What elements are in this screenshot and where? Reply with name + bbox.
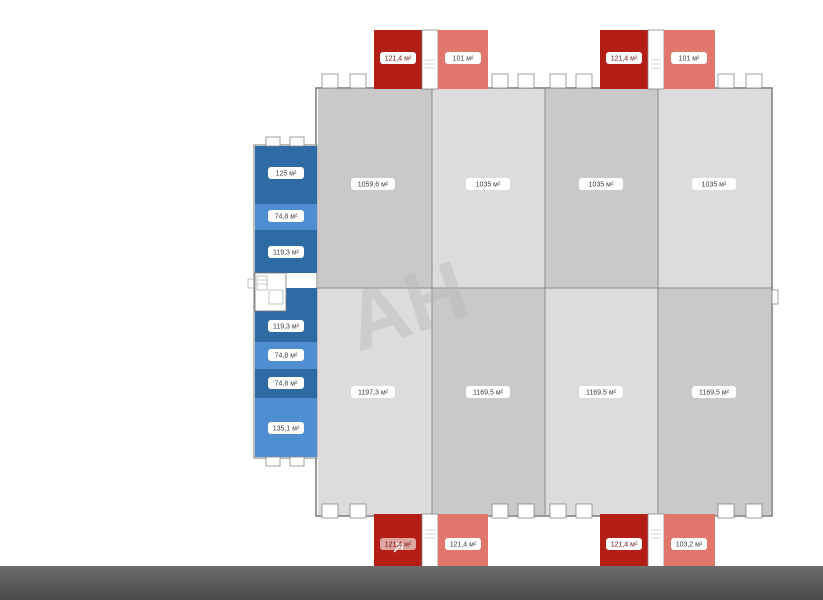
loading-dock-icon: [321, 503, 763, 519]
annex-stair-hatching: [425, 59, 661, 539]
svg-text:121,4 м²: 121,4 м²: [611, 55, 638, 62]
area-label-office-1: 125 м²: [268, 167, 304, 179]
area-label-office-2: 74,8 м²: [268, 210, 304, 222]
area-label-wh-bot-3: 1169,5 м²: [579, 386, 623, 398]
unit-wh-bot-4[interactable]: [658, 288, 771, 515]
annex-stair-bot-1: [421, 513, 439, 573]
area-label-annex-bot-1b: 121,4 м²: [445, 538, 481, 550]
unit-wh-bot-1[interactable]: [318, 288, 432, 515]
svg-text:1059,6 м²: 1059,6 м²: [358, 181, 389, 188]
svg-text:74,8 м²: 74,8 м²: [275, 213, 298, 220]
area-label-wh-bot-1: 1197,3 м²: [351, 386, 395, 398]
svg-text:1169,5 м²: 1169,5 м²: [699, 389, 730, 396]
svg-text:121,4 м²: 121,4 м²: [385, 541, 412, 548]
svg-text:1169,5 м²: 1169,5 м²: [586, 389, 617, 396]
area-label-wh-top-1: 1059,6 м²: [351, 178, 395, 190]
area-label-annex-bot-2a: 121,4 м²: [606, 538, 642, 550]
svg-text:74,8 м²: 74,8 м²: [275, 380, 298, 387]
staircase-icon: [247, 272, 287, 312]
area-label-office-3: 119,3 м²: [268, 246, 304, 258]
unit-wh-bot-2[interactable]: [432, 288, 545, 515]
area-label-annex-top-2a: 121,4 м²: [606, 52, 642, 64]
svg-text:1197,3 м²: 1197,3 м²: [358, 389, 389, 396]
unit-wh-bot-3[interactable]: [545, 288, 658, 515]
internal-walls: [316, 88, 772, 516]
annex-stair-top-1: [421, 29, 439, 90]
svg-text:119,3 м²: 119,3 м²: [273, 323, 300, 330]
area-label-annex-top-2b: 101 м²: [671, 52, 707, 64]
svg-text:119,3 м²: 119,3 м²: [273, 249, 300, 256]
svg-text:1035 м²: 1035 м²: [476, 181, 501, 188]
svg-text:101 м²: 101 м²: [453, 55, 474, 62]
area-label-annex-bot-1a: 121,4 м²: [380, 538, 416, 550]
area-label-office-4: 119,3 м²: [268, 320, 304, 332]
svg-text:125 м²: 125 м²: [276, 170, 297, 177]
area-label-annex-top-1a: 121,4 м²: [380, 52, 416, 64]
annex-stair-bot-2: [647, 513, 665, 573]
area-label-wh-bot-2: 1169,5 м²: [466, 386, 510, 398]
svg-text:121,4 м²: 121,4 м²: [450, 541, 477, 548]
svg-text:1169,5 м²: 1169,5 м²: [473, 389, 504, 396]
area-label-office-7: 135,1 м²: [268, 422, 304, 434]
area-label-wh-bot-4: 1169,5 м²: [692, 386, 736, 398]
svg-text:103,2 м²: 103,2 м²: [676, 541, 703, 548]
svg-text:121,4 м²: 121,4 м²: [385, 55, 412, 62]
annex-stair-top-2: [647, 29, 665, 90]
bottom-bar: [0, 566, 823, 600]
area-label-wh-top-2: 1035 м²: [466, 178, 510, 190]
svg-text:121,4 м²: 121,4 м²: [611, 541, 638, 548]
area-label-wh-top-3: 1035 м²: [579, 178, 623, 190]
area-label-annex-bot-2b: 103,2 м²: [671, 538, 707, 550]
area-labels: 1059,6 м² 1035 м² 1035 м² 1035 м² 1197,3 м² 1…: [268, 52, 736, 550]
svg-text:101 м²: 101 м²: [679, 55, 700, 62]
svg-text:74,8 м²: 74,8 м²: [275, 352, 298, 359]
area-label-office-6: 74,8 м²: [268, 377, 304, 389]
loading-dock-icon: [321, 73, 763, 89]
area-label-wh-top-4: 1035 м²: [692, 178, 736, 190]
loading-dock-icon: [265, 136, 779, 467]
unit-office-4[interactable]: [286, 288, 317, 311]
svg-text:1035 м²: 1035 м²: [589, 181, 614, 188]
area-label-office-5: 74,8 м²: [268, 349, 304, 361]
svg-text:1035 м²: 1035 м²: [702, 181, 727, 188]
svg-text:135,1 м²: 135,1 м²: [273, 425, 300, 432]
area-label-annex-top-1b: 101 м²: [445, 52, 481, 64]
